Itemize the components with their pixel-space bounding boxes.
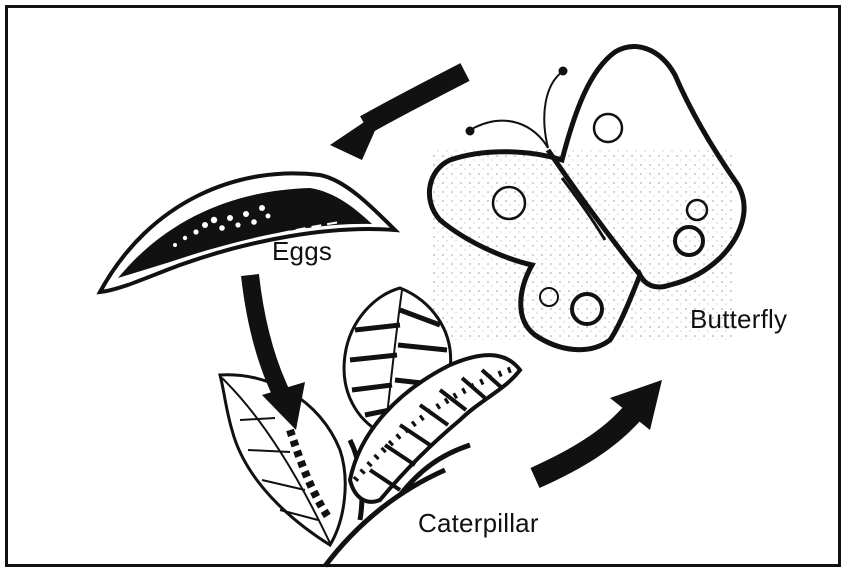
butterfly-antenna bbox=[470, 121, 548, 148]
arrow-butterfly-to-eggs bbox=[330, 72, 465, 160]
stage-label-caterpillar: Caterpillar bbox=[418, 508, 539, 539]
stage-label-butterfly: Butterfly bbox=[690, 304, 787, 335]
butterfly-antenna bbox=[544, 72, 562, 148]
stage-label-eggs: Eggs bbox=[272, 236, 332, 267]
arrow-caterpillar-to-butterfly bbox=[535, 380, 662, 478]
egg-leaf bbox=[100, 173, 395, 292]
